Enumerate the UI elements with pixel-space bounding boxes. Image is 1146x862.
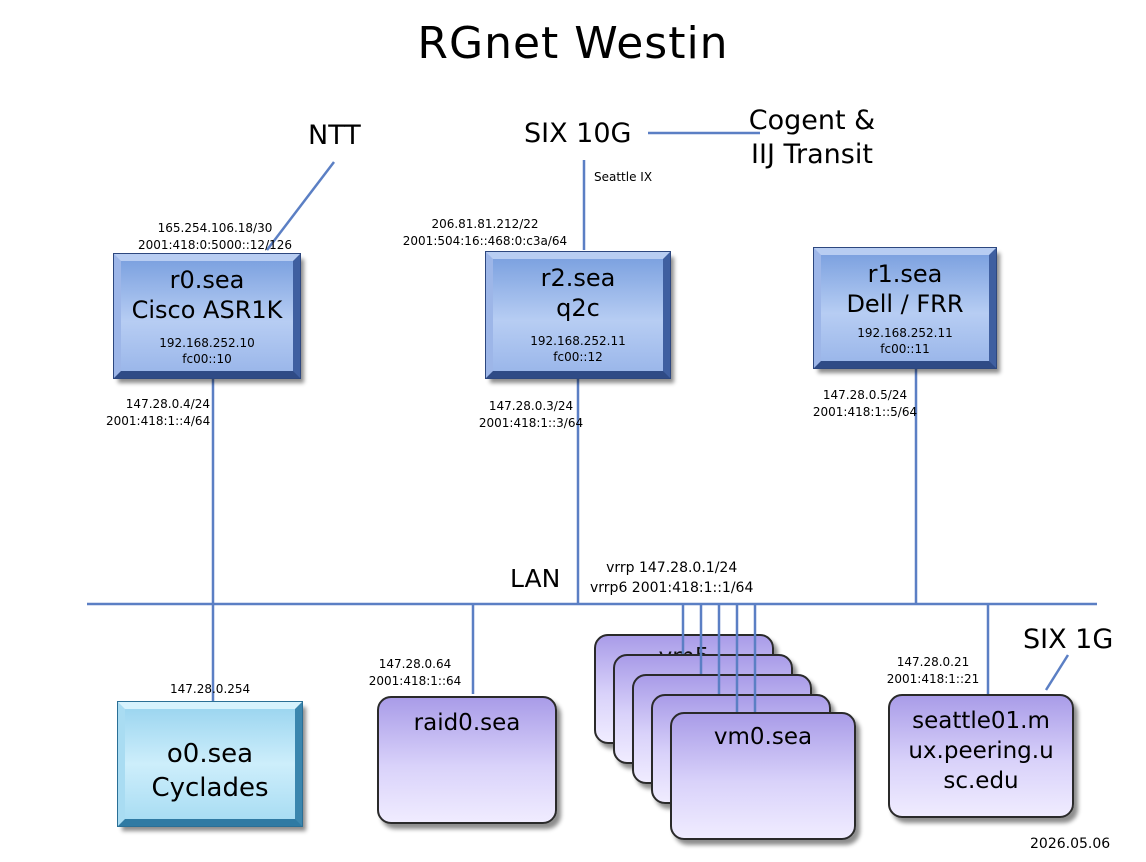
transit-label-line1: Cogent & [748, 105, 876, 136]
server-raid0[interactable]: raid0.sea [377, 696, 557, 824]
server-seattle01[interactable]: seattle01.m ux.peering.u sc.edu [888, 694, 1074, 818]
raid0-name: raid0.sea [413, 710, 521, 736]
o0-name: o0.sea [166, 739, 254, 769]
vm0-name: vm0.sea [713, 724, 813, 750]
o0-address: 147.28.0.254 [170, 682, 251, 696]
r1-model: Dell / FRR [846, 290, 964, 318]
lan-label: LAN [510, 564, 561, 593]
r0-mgmt-v4: 192.168.252.10 [159, 336, 255, 350]
seattle01-line1: seattle01.m [912, 708, 1050, 734]
vrrp-v4: vrrp 147.28.0.1/24 [606, 560, 738, 576]
seattle01-v4: 147.28.0.21 [896, 655, 970, 669]
r1-mgmt-v6: fc00::11 [880, 342, 930, 356]
r2-uplink-v4: 206.81.81.212/22 [431, 217, 539, 231]
seattle01-v6: 2001:418:1::21 [886, 672, 980, 686]
raid0-v4: 147.28.0.64 [378, 657, 452, 671]
r2-uplink-addresses: 206.81.81.212/22 2001:504:16::468:0:c3a/… [385, 216, 585, 250]
r2-mgmt-v6: fc00::12 [553, 350, 603, 364]
r2-name: r2.sea [540, 264, 616, 292]
console-server-o0[interactable]: o0.sea Cyclades [117, 701, 303, 827]
r0-lan-v6: 2001:418:1::4/64 [106, 414, 211, 428]
r0-mgmt-v6: fc00::10 [182, 352, 232, 366]
r1-name: r1.sea [867, 260, 943, 288]
router-r0[interactable]: r0.sea Cisco ASR1K 192.168.252.10 fc00::… [113, 253, 301, 379]
router-r1[interactable]: r1.sea Dell / FRR 192.168.252.11 fc00::1… [813, 247, 997, 369]
transit-label: Cogent & IIJ Transit [720, 104, 904, 172]
vrrp-v6: vrrp6 2001:418:1::1/64 [590, 580, 754, 596]
r1-lan-v4: 147.28.0.5/24 [822, 388, 908, 402]
diagram-title: RGnet Westin [417, 18, 729, 69]
r2-lan-addresses: 147.28.0.3/24 2001:418:1::3/64 [476, 398, 586, 432]
r1-mgmt-v4: 192.168.252.11 [857, 326, 953, 340]
r2-lan-v6: 2001:418:1::3/64 [478, 416, 584, 430]
raid0-addresses: 147.28.0.64 2001:418:1::64 [360, 656, 470, 690]
ntt-label: NTT [308, 120, 361, 151]
r2-mgmt-v4: 192.168.252.11 [530, 334, 626, 348]
r2-lan-v4: 147.28.0.3/24 [488, 399, 574, 413]
r2-model: q2c [556, 294, 600, 322]
vm-card-0[interactable]: vm0.sea [670, 712, 856, 840]
r1-lan-addresses: 147.28.0.5/24 2001:418:1::5/64 [810, 387, 920, 421]
vrrp-addresses: vrrp 147.28.0.1/24 vrrp6 2001:418:1::1/6… [590, 558, 753, 598]
transit-label-line2: IIJ Transit [751, 139, 873, 170]
seattle-ix-label: Seattle IX [594, 170, 653, 184]
raid0-v6: 2001:418:1::64 [368, 674, 462, 688]
r0-model: Cisco ASR1K [131, 296, 283, 324]
r0-uplink-v4: 165.254.106.18/30 [157, 221, 273, 235]
r0-lan-v4: 147.28.0.4/24 [125, 397, 210, 411]
r2-uplink-v6: 2001:504:16::468:0:c3a/64 [402, 234, 568, 248]
six10g-label: SIX 10G [524, 118, 632, 149]
ntt-to-r0-link [266, 161, 335, 251]
diagram-date: 2026.05.06 [1030, 836, 1111, 852]
r1-lan-v6: 2001:418:1::5/64 [812, 405, 918, 419]
r0-uplink-addresses: 165.254.106.18/30 2001:418:0:5000::12/12… [120, 220, 310, 254]
r0-name: r0.sea [169, 266, 245, 294]
router-r2[interactable]: r2.sea q2c 192.168.252.11 fc00::12 [485, 251, 671, 379]
six1g-to-seattle01-link [1044, 654, 1070, 691]
r0-lan-addresses: 147.28.0.4/24 2001:418:1::4/64 [106, 396, 210, 430]
seattle01-line3: sc.edu [943, 768, 1019, 794]
seattle01-addresses: 147.28.0.21 2001:418:1::21 [880, 654, 986, 688]
r0-uplink-v6: 2001:418:0:5000::12/126 [137, 238, 293, 252]
seattle01-line2: ux.peering.u [908, 738, 1054, 764]
six1g-label: SIX 1G [1023, 624, 1114, 655]
o0-model: Cyclades [151, 773, 269, 803]
